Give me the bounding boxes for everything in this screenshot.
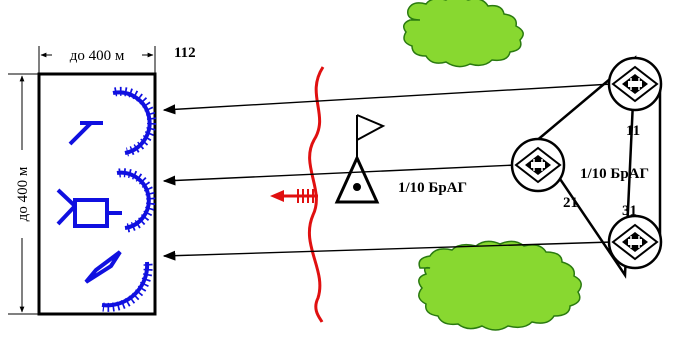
gun-number-11: 11 (626, 123, 640, 139)
fire-direction-arrow-icon (270, 189, 318, 203)
observation-post-flag-icon (334, 114, 386, 204)
width-dimension (38, 46, 156, 74)
target-area-rect (37, 72, 157, 316)
trench-arc-middle-icon (116, 168, 156, 233)
command-post-icon (56, 188, 122, 228)
fire-lines (162, 83, 613, 261)
trench-arc-top-icon (112, 86, 157, 157)
vegetation-top-icon (403, 0, 524, 68)
width-dimension-label: до 400 м (70, 48, 125, 64)
gun-number-31: 31 (622, 203, 637, 219)
mortar-icon (68, 121, 103, 146)
target-symbols (56, 86, 157, 312)
battery-formation (533, 55, 637, 279)
gun-position-21-icon (510, 137, 566, 193)
gun-position-31-icon (607, 214, 663, 270)
gun-position-11-icon (607, 56, 663, 112)
trench-arc-bottom-icon (101, 261, 153, 312)
battery-label-left: 1/10 БрАГ (398, 180, 467, 196)
vegetation-bottom-icon (418, 240, 582, 331)
gun-number-21: 21 (563, 195, 578, 211)
front-line (307, 66, 325, 323)
battery-label-right: 1/10 БрАГ (580, 166, 649, 182)
height-dimension-label: до 400 м (15, 166, 31, 221)
tank-diamond-icon (84, 250, 122, 284)
height-dimension (8, 73, 39, 315)
target-area-number: 112 (174, 45, 196, 61)
